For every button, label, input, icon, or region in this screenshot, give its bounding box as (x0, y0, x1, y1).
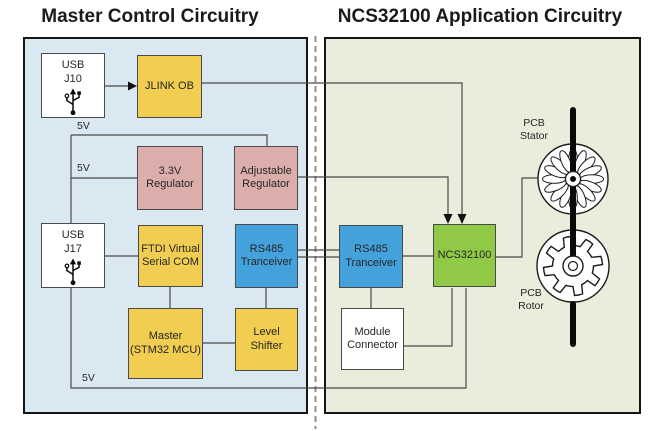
label-5v-mid: 5V (77, 162, 90, 174)
rs485-master-line1: RS485 (249, 242, 284, 255)
block-usb-j10: USB J10 (41, 53, 105, 118)
level-shifter-line2: Shifter (250, 339, 283, 352)
arrow-into-jlink-icon (128, 81, 137, 91)
block-adjustable-regulator: Adjustable Regulator (234, 146, 298, 210)
usb-j10-line1: USB (61, 59, 85, 71)
label-5v-top: 5V (77, 120, 90, 132)
wire-moduleconnector-ncs32100 (404, 288, 453, 347)
block-ncs32100: NCS32100 (433, 224, 496, 287)
label-pcb-rotor: PCB Rotor (502, 287, 560, 313)
block-usb-j17: USB J17 (41, 223, 105, 288)
level-shifter-line1: Level (253, 326, 280, 338)
master-mcu-line1: Master (148, 330, 183, 342)
ftdi-line1: FTDI Virtual (141, 242, 200, 255)
block-ftdi-virtual-serial-com: FTDI Virtual Serial COM (138, 225, 203, 287)
33v-regulator-line1: 3.3V (158, 164, 182, 177)
usb-j17-line1: USB (61, 229, 85, 241)
usb-j10-line2: J10 (64, 72, 82, 85)
wires (70, 82, 538, 389)
rs485-app-line2: Tranceiver (345, 256, 397, 269)
block-master-stm32-mcu: Master (STM32 MCU) (128, 308, 203, 379)
block-module-connector: Module Connector (341, 308, 404, 370)
pcb-stator-line2: Stator (519, 130, 548, 142)
block-jlink-ob: JLINK OB (137, 55, 202, 118)
block-rs485-tranceiver-master: RS485 Tranceiver (235, 224, 298, 288)
wire-ncs32100-stator (496, 177, 538, 258)
master-mcu-line2: (STM32 MCU) (130, 343, 201, 356)
ncs32100-label: NCS32100 (437, 248, 492, 261)
jlink-ob-label: JLINK OB (145, 79, 194, 92)
label-5v-bottom: 5V (82, 372, 95, 384)
label-pcb-stator: PCB Stator (505, 117, 563, 143)
stator-hub-icon (564, 170, 582, 188)
wire-jlink-ncs32100 (202, 82, 463, 215)
wire-5v-bottom-bus (70, 288, 467, 389)
right-panel-title: NCS32100 Application Circuitry (337, 6, 623, 27)
block-level-shifter: Level Shifter (235, 308, 298, 371)
module-connector-line2: Connector (347, 339, 398, 351)
block-33v-regulator: 3.3V Regulator (137, 146, 203, 210)
pcb-rotor-line2: Rotor (518, 300, 544, 312)
rotor-hub-icon (562, 255, 584, 277)
pcb-stator-line1: PCB (523, 117, 545, 129)
rs485-app-line1: RS485 (354, 243, 388, 255)
adjustable-regulator-line1: Adjustable (240, 164, 292, 177)
ftdi-line2: Serial COM (142, 256, 199, 268)
usb-j17-line2: J17 (64, 242, 82, 255)
module-connector-line1: Module (354, 325, 391, 338)
wire-5v-adjustable-regulator (71, 134, 268, 146)
left-panel-title: Master Control Circuitry (41, 6, 259, 27)
usb-icon (64, 88, 81, 116)
wire-adjreg-ncs32100 (298, 176, 449, 215)
adjustable-regulator-line2: Regulator (242, 178, 290, 190)
arrow-jlink-into-ncs-icon (457, 214, 467, 224)
usb-icon (64, 258, 81, 286)
pcb-rotor-line1: PCB (520, 287, 542, 299)
block-rs485-tranceiver-app: RS485 Tranceiver (339, 225, 403, 288)
33v-regulator-line2: Regulator (146, 178, 194, 190)
arrow-adjreg-into-ncs-icon (443, 214, 453, 224)
arrowheads (128, 81, 467, 224)
rs485-master-line2: Tranceiver (240, 256, 293, 268)
